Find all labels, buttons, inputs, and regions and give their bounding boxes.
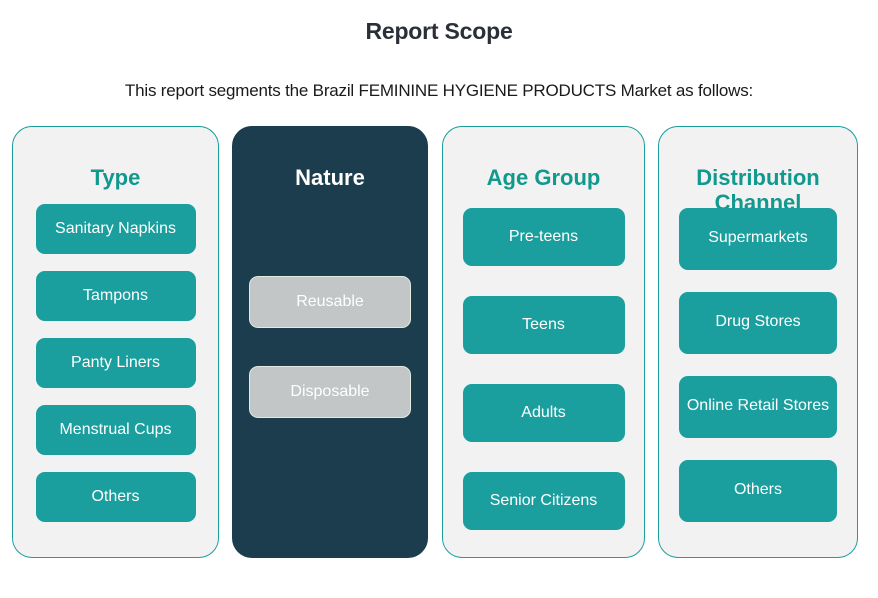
page-title: Report Scope [365,18,513,44]
segment-title-age-group: Age Group [486,165,601,190]
page-subtitle: This report segments the Brazil FEMININE… [124,81,754,100]
segment-title-type: Type [90,165,141,190]
chip-panty-liners[interactable]: Panty Liners [35,338,196,389]
segment-card-distribution-channel: Distribution Channel Supermarkets Drug S… [658,126,858,558]
chip-tampons[interactable]: Tampons [35,271,196,322]
chip-pre-teens[interactable]: Pre-teens [462,208,625,267]
segment-card-type: Type Sanitary Napkins Tampons Panty Line… [12,126,219,558]
segment-title-distribution-channel: Distribution Channel [696,165,820,216]
chip-stack-distribution-channel: Supermarkets Drug Stores Online Retail S… [659,207,857,557]
segment-card-nature: Nature Reusable Disposable [232,126,428,558]
chip-stack-age-group: Pre-teens Teens Adults Senior Citizens [443,208,644,560]
chip-reusable[interactable]: Reusable [249,276,411,329]
chip-others-type[interactable]: Others [35,472,196,523]
segment-card-age-group: Age Group Pre-teens Teens Adults Senior … [442,126,645,558]
chip-senior-citizens[interactable]: Senior Citizens [462,472,625,531]
chip-adults[interactable]: Adults [462,384,625,443]
chip-online-retail-stores[interactable]: Online Retail Stores [679,375,837,438]
chip-sanitary-napkins[interactable]: Sanitary Napkins [35,204,196,255]
chip-menstrual-cups[interactable]: Menstrual Cups [35,405,196,456]
chip-others-distribution[interactable]: Others [679,459,837,522]
chip-teens[interactable]: Teens [462,296,625,355]
segmentation-columns: Type Sanitary Napkins Tampons Panty Line… [0,126,878,560]
chip-disposable[interactable]: Disposable [249,366,411,419]
segment-title-nature: Nature [295,165,365,190]
chip-drug-stores[interactable]: Drug Stores [679,291,837,354]
chip-stack-nature: Reusable Disposable [233,276,427,557]
chip-supermarkets[interactable]: Supermarkets [679,207,837,270]
chip-stack-type: Sanitary Napkins Tampons Panty Liners Me… [13,204,218,557]
